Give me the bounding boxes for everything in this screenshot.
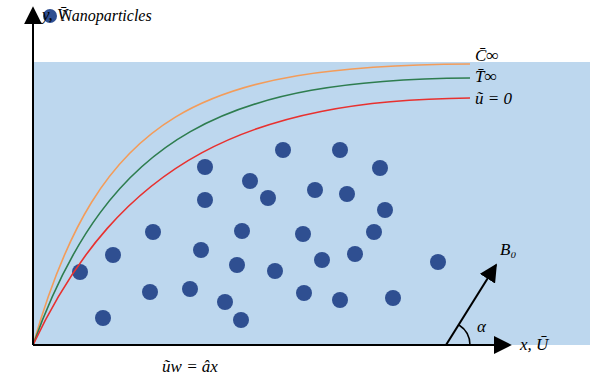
concentration-profile xyxy=(33,64,470,345)
nanoparticle xyxy=(385,290,401,306)
nanoparticle xyxy=(295,226,311,242)
nanoparticle xyxy=(430,254,446,270)
nanoparticle xyxy=(347,246,363,262)
nanoparticle xyxy=(193,242,209,258)
nanoparticle-dots xyxy=(72,142,446,328)
nanoparticle xyxy=(242,173,258,189)
temperature-profile xyxy=(33,78,470,345)
nanoparticle xyxy=(182,281,198,297)
nanoparticle xyxy=(260,190,276,206)
nanoparticle xyxy=(142,284,158,300)
field-label: B₀ xyxy=(500,241,516,260)
nanoparticle xyxy=(314,252,330,268)
velocity-profile xyxy=(33,98,470,345)
nanoparticle xyxy=(229,257,245,273)
profile-label: ũ = 0 xyxy=(475,90,512,109)
y-axis xyxy=(32,8,34,345)
nanoparticle xyxy=(197,192,213,208)
magnetic-field-arrow xyxy=(446,265,496,345)
nanoparticle xyxy=(372,160,388,176)
axis-label: x, Ū xyxy=(520,336,548,355)
nanoparticle xyxy=(275,142,291,158)
angle-arc xyxy=(459,325,470,345)
wall-velocity-label: ũw = âx xyxy=(162,358,218,377)
nanoparticle xyxy=(234,223,250,239)
legend-text: Nanoparticles xyxy=(61,7,152,25)
nanoparticle xyxy=(197,159,213,175)
nanoparticle xyxy=(377,202,393,218)
angle-label: α xyxy=(477,318,486,337)
nanoparticle xyxy=(145,224,161,240)
nanoparticle xyxy=(296,285,312,301)
x-axis xyxy=(33,344,510,346)
profile-label: C̄∞ xyxy=(475,47,498,66)
nanoparticle xyxy=(267,263,283,279)
nanoparticle xyxy=(105,247,121,263)
fluid-region xyxy=(33,62,590,345)
nanoparticle xyxy=(366,224,382,240)
nanoparticle xyxy=(217,294,233,310)
profile-label: T̄∞ xyxy=(475,68,497,87)
nanoparticle xyxy=(95,310,111,326)
nanoparticle xyxy=(332,292,348,308)
nanoparticle xyxy=(339,186,355,202)
nanoparticle xyxy=(233,312,249,328)
nanoparticle xyxy=(307,182,323,198)
nanoparticle xyxy=(332,142,348,158)
